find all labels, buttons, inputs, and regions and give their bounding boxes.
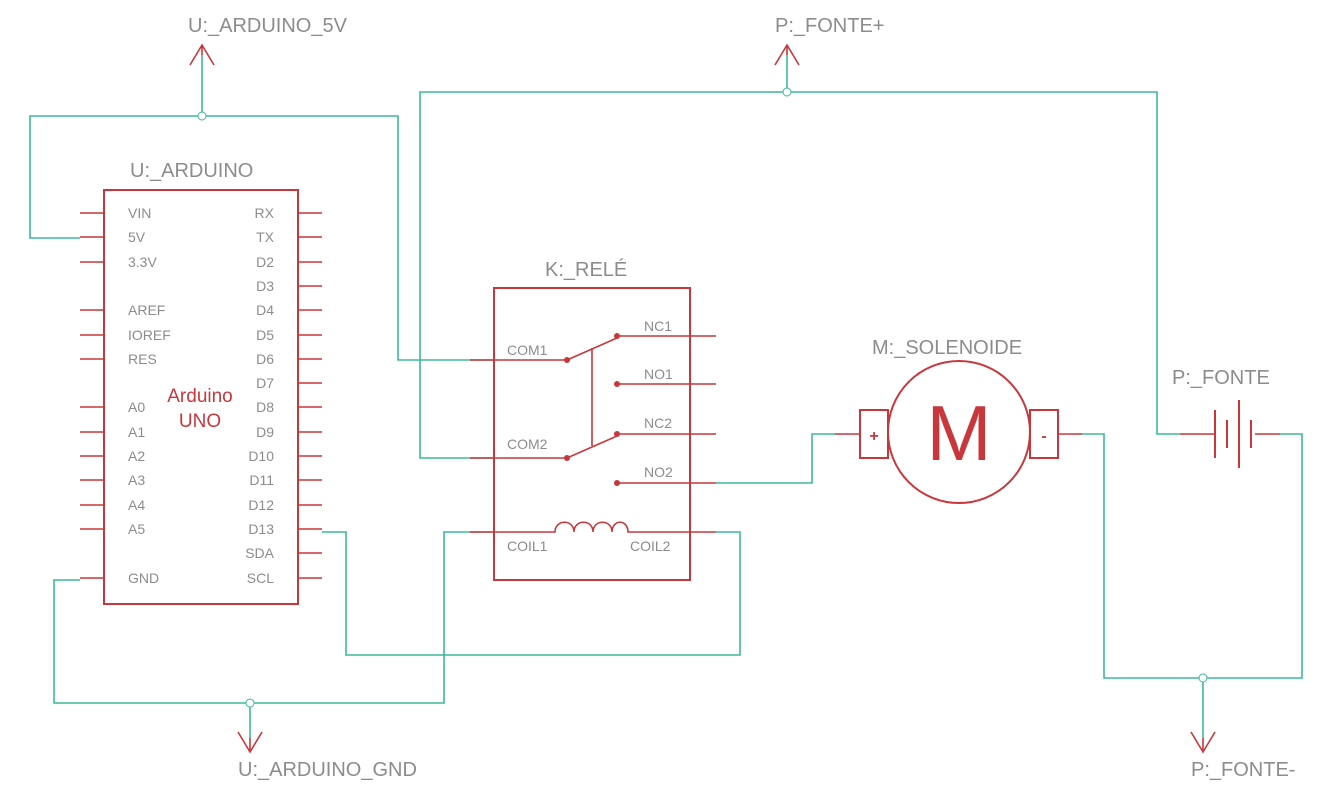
wire-no2-solenoid	[716, 433, 835, 484]
arduino-pin-label: A5	[128, 521, 145, 537]
solenoid-symbol: M	[927, 389, 992, 477]
down-arrow-icon	[1190, 731, 1216, 754]
net-arduino-gnd: U:_ARDUINO_GND	[237, 731, 417, 781]
relay-dot-nc1	[614, 333, 620, 339]
arduino-body	[103, 189, 299, 605]
wire-5v-net	[29, 55, 494, 361]
solenoid-name: M:_SOLENOIDE	[872, 337, 1022, 359]
junctions	[197, 87, 1208, 708]
arduino-pin-label: D9	[256, 424, 274, 440]
relay-dot-nc2	[614, 431, 620, 437]
relay-component: K:_RELÉ COM1 COM2 NC1 NO1 NC2 NO2 COIL1 …	[470, 258, 716, 581]
relay-dot-no2	[614, 480, 620, 486]
arduino-pin-label: A4	[128, 497, 145, 513]
relay-pin-coil1: COIL1	[507, 538, 548, 554]
relay-dot-no1	[614, 381, 620, 387]
relay-dot-com1	[564, 357, 570, 363]
arduino-pin-label: A0	[128, 399, 145, 415]
arduino-pin-label: TX	[256, 229, 275, 245]
up-arrow-icon	[774, 43, 800, 66]
relay-dot-com2	[564, 455, 570, 461]
solenoid-minus-sign: -	[1041, 428, 1046, 445]
arduino-pin-label: A2	[128, 448, 145, 464]
arduino-pin-label: D6	[256, 351, 274, 367]
arduino-label-line2: UNO	[179, 411, 221, 432]
arduino-pin-label: 3.3V	[128, 254, 157, 270]
net-fonte-plus: P:_FONTE+	[774, 15, 884, 66]
wire-fonte-minus-net	[1082, 433, 1303, 738]
relay-pin-coil2: COIL2	[630, 538, 671, 554]
arduino-pin-label: D10	[248, 448, 274, 464]
supply-component: P:_FONTE	[1172, 367, 1280, 468]
arduino-pin-label: RES	[128, 351, 157, 367]
down-arrow-icon	[237, 731, 263, 754]
relay-pin-no1: NO1	[644, 366, 673, 382]
arduino-pin-label: D3	[256, 278, 274, 294]
arduino-pin-label: RX	[255, 205, 275, 221]
arduino-pin-label: D12	[248, 497, 274, 513]
arduino-pin-label: 5V	[128, 229, 146, 245]
relay-coil-icon	[494, 521, 690, 533]
net-label-fonte-plus: P:_FONTE+	[775, 15, 884, 37]
arduino-pin-label: D8	[256, 399, 274, 415]
arduino-pin-label: GND	[128, 570, 159, 586]
relay-pin-com1: COM1	[507, 342, 548, 358]
arduino-pin-label: SCL	[247, 570, 274, 586]
arduino-pin-label: D2	[256, 254, 274, 270]
arduino-pin-label: D13	[248, 521, 274, 537]
arduino-pin-label: SDA	[245, 545, 274, 561]
junction-fonte-plus	[782, 87, 792, 97]
junction-5v	[197, 111, 207, 121]
net-label-fonte-minus: P:_FONTE-	[1191, 759, 1295, 781]
arduino-pin-label: A3	[128, 472, 145, 488]
arduino-pin-label: D11	[249, 472, 274, 488]
junction-gnd	[245, 698, 255, 708]
arduino-pin-label: A1	[128, 424, 145, 440]
relay-name: K:_RELÉ	[545, 258, 627, 281]
relay-pin-nc1: NC1	[644, 318, 672, 334]
solenoid-component: M:_SOLENOIDE M + -	[835, 337, 1082, 504]
wire-gnd-net	[53, 531, 494, 738]
arduino-label-line1: Arduino	[167, 386, 233, 407]
arduino-name: U:_ARDUINO	[130, 160, 253, 182]
arduino-pin-label: D4	[256, 302, 274, 318]
net-arduino-5v: U:_ARDUINO_5V	[188, 15, 348, 66]
solenoid-body	[887, 360, 1031, 504]
arduino-pin-label: D5	[256, 327, 274, 343]
arduino-pin-label: D7	[256, 375, 274, 391]
solenoid-plus-sign: +	[869, 428, 878, 445]
wire-d13-coil2	[322, 531, 741, 656]
up-arrow-icon	[189, 43, 215, 66]
relay-pin-no2: NO2	[644, 464, 673, 480]
arduino-pin-label: IOREF	[128, 327, 171, 343]
battery-icon	[1214, 400, 1252, 468]
junction-fonte-minus	[1198, 673, 1208, 683]
arduino-pin-label: VIN	[128, 205, 151, 221]
wire-fonte-plus-net	[419, 55, 1180, 459]
supply-name: P:_FONTE	[1172, 367, 1270, 389]
net-label-arduino-5v: U:_ARDUINO_5V	[188, 15, 348, 37]
arduino-component: U:_ARDUINO VIN 5V 3.3V AREF IOREF RES A0A1A2A3…	[80, 160, 322, 605]
relay-pin-leads	[470, 335, 716, 533]
relay-pin-com2: COM2	[507, 436, 548, 452]
net-fonte-minus: P:_FONTE-	[1190, 731, 1295, 781]
net-label-arduino-gnd: U:_ARDUINO_GND	[238, 759, 417, 781]
relay-pin-nc2: NC2	[644, 415, 672, 431]
arduino-pin-label: AREF	[128, 302, 165, 318]
